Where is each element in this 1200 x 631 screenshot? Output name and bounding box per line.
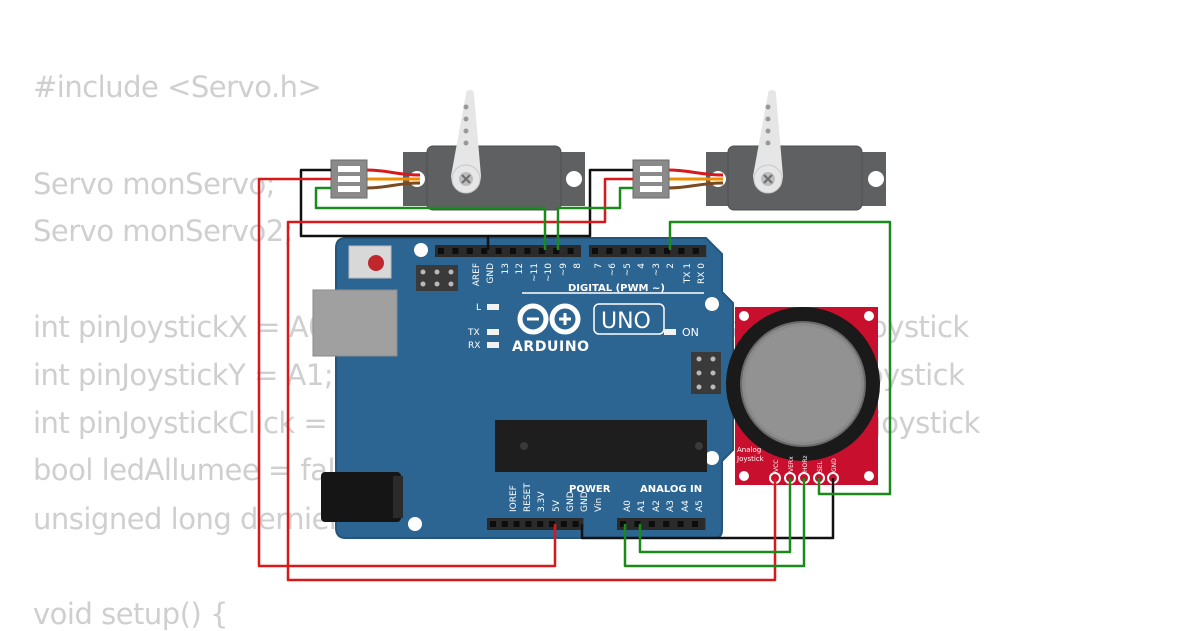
pin-label: IOREF	[509, 485, 519, 512]
usb-connector	[312, 289, 398, 357]
servo-cable-2	[667, 168, 724, 190]
pin-label: RX 0	[697, 263, 707, 284]
pin-label: TX 1	[683, 263, 693, 284]
led-l	[487, 304, 499, 310]
analog-header	[617, 518, 706, 530]
pin-label: GND	[566, 491, 576, 512]
pin-label: 2	[666, 263, 676, 269]
icsp-header-small	[416, 265, 458, 291]
code-line: void setup() {	[33, 597, 229, 631]
digital-pin-labels: AREF GND 13 12 ~11 ~10 ~9 8 7 ~6 ~5 4 ~3 2 TX 1 RX 0	[472, 263, 707, 287]
analog-pin-labels: A0 A1 A2 A3 A4 A5	[623, 500, 705, 512]
mounting-hole	[408, 517, 422, 531]
pin-label: A1	[637, 500, 647, 512]
servo-connector-2	[632, 159, 670, 199]
pin-label: A0	[623, 500, 633, 512]
power-header	[487, 518, 584, 530]
joystick-pin-label: GND	[831, 458, 838, 472]
pin-label: ~10	[544, 263, 554, 282]
wire-signal-y	[638, 478, 792, 554]
wire-signal-servo2	[556, 186, 633, 250]
atmega-chip	[495, 420, 707, 472]
wire-signal-x	[623, 478, 806, 568]
mounting-hole	[414, 243, 428, 257]
icsp-header	[691, 352, 721, 394]
joystick-label-line1: Analog	[737, 446, 761, 454]
joystick-pin-label: SEL	[817, 460, 824, 472]
pin-label: 5V	[552, 499, 562, 512]
joystick-pin-label: VERx	[788, 456, 795, 472]
servo-connector-1	[330, 159, 368, 199]
tx-label: TX	[467, 328, 480, 338]
wire-signal-servo1	[314, 186, 547, 250]
pin-label: ~5	[623, 263, 633, 276]
code-line: #include <Servo.h>	[33, 70, 322, 104]
wire-ground-servo2	[488, 168, 633, 238]
pin-label: RESET	[523, 483, 533, 512]
joystick-pin-label: HORz	[802, 455, 809, 472]
pin-label: AREF	[472, 263, 482, 286]
servo-cable-1	[365, 168, 421, 190]
pin-label: ~3	[652, 263, 662, 276]
mounting-hole	[705, 451, 719, 465]
digital-label: DIGITAL (PWM ~)	[568, 283, 665, 294]
uno-label: UNO	[601, 309, 651, 334]
reset-button[interactable]	[368, 255, 384, 271]
joystick-module[interactable]: Analog Joystick VCC VERx HORz SEL GND	[726, 307, 880, 485]
pin-label: A5	[695, 500, 705, 512]
arduino-brand: ARDUINO	[512, 339, 590, 355]
led-rx	[487, 342, 499, 348]
wire-ground-servo1	[299, 168, 490, 250]
servo-motor-2[interactable]	[706, 90, 886, 211]
wire-signal-click	[668, 220, 892, 496]
code-line: Servo monServo2;	[33, 214, 293, 248]
l-label: L	[476, 303, 481, 313]
rx-label: RX	[468, 341, 480, 351]
pin-label: ~6	[608, 263, 618, 277]
code-line: Servo monServo;	[33, 167, 276, 201]
on-label: ON	[682, 326, 699, 339]
pin-label: A4	[681, 500, 691, 512]
pin-label: ~9	[559, 263, 569, 277]
led-on	[664, 329, 676, 335]
pin-label: 7	[594, 263, 604, 269]
power-pin-labels: IOREF RESET 3.3V 5V GND GND Vin	[509, 483, 604, 512]
wire-power-servo2	[286, 177, 633, 582]
pin-label: GND	[580, 491, 590, 512]
mounting-hole	[705, 297, 719, 311]
joystick-pin-label: VCC	[773, 460, 780, 472]
pin-label: 3.3V	[537, 491, 547, 512]
joystick-label-line2: Joystick	[736, 455, 765, 463]
pin-label: 12	[515, 263, 525, 274]
pin-label: 8	[573, 263, 583, 269]
digital-header-right	[589, 245, 707, 257]
reset-button-housing	[348, 245, 392, 279]
power-label: POWER	[569, 484, 611, 495]
pin-label: A3	[666, 500, 676, 512]
arduino-logo-icon	[517, 292, 704, 335]
pin-label: Vin	[594, 498, 604, 512]
analog-label: ANALOG IN	[640, 484, 702, 495]
pin-label: GND	[486, 263, 496, 284]
pin-label: ~11	[530, 263, 540, 282]
pin-label: A2	[652, 500, 662, 512]
wire-power-servo1	[257, 177, 557, 568]
arduino-uno-board[interactable]: L TX RX ON ARDUINO UNO DIGITAL (PWM ~) P…	[312, 237, 734, 539]
wire-power-joystick	[555, 478, 777, 582]
power-jack	[321, 472, 401, 522]
uno-badge	[593, 303, 665, 335]
pin-label: 4	[637, 263, 647, 269]
servo-motor-1[interactable]	[403, 90, 585, 211]
pin-label: 13	[501, 263, 511, 274]
wire-ground-joystick	[580, 478, 835, 540]
led-tx	[487, 329, 499, 335]
